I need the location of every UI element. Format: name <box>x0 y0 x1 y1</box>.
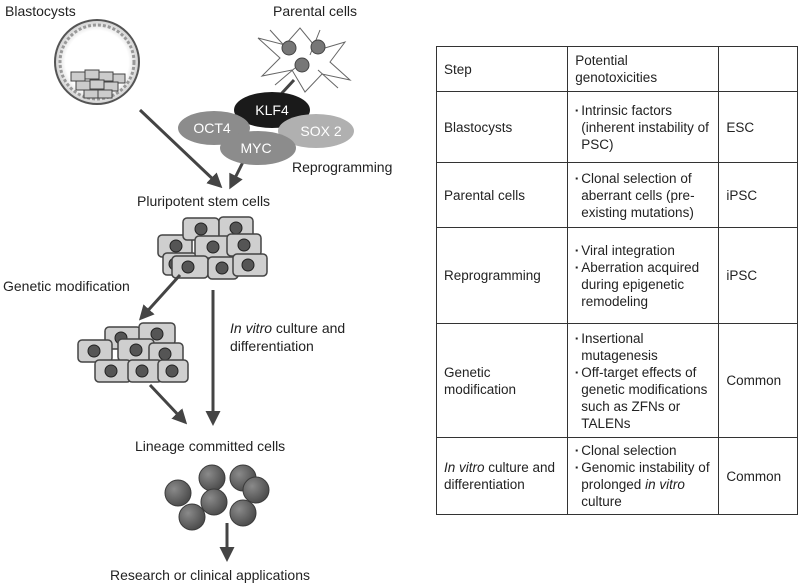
table-header-row: Step Potential genotoxicities <box>435 46 798 92</box>
oct4-label: OCT4 <box>193 120 231 136</box>
pluripotent-cell-cluster <box>157 216 268 280</box>
lineage-cells <box>164 464 270 531</box>
cell-nucleus <box>104 364 118 378</box>
genotoxicity-item: Intrinsic factors (inherent instability … <box>581 102 709 152</box>
step-cell: Genetic modification <box>435 323 569 438</box>
arrow-modified-to-lineage <box>148 383 188 425</box>
lineage-label: Lineage committed cells <box>135 438 285 454</box>
myc-label: MYC <box>240 140 271 156</box>
cell-type-cell: Common <box>718 437 798 515</box>
bullet-icon: ▪ <box>575 463 579 472</box>
table-row: Reprogramming ▪Viral integration ▪Aberra… <box>435 227 798 324</box>
cell-nucleus <box>158 347 172 361</box>
lineage-cell <box>178 503 206 531</box>
table-row: Parental cells ▪Clonal selection of aber… <box>435 162 798 228</box>
parental-cells-label: Parental cells <box>273 3 357 19</box>
differentiation-label: differentiation <box>230 338 314 354</box>
lineage-cell <box>200 488 228 516</box>
reprogramming-label: Reprogramming <box>292 159 392 175</box>
blastocysts-label: Blastocysts <box>5 3 76 19</box>
cell-nucleus <box>129 343 143 357</box>
arrow-psc-to-modified <box>138 273 182 321</box>
bullet-icon: ▪ <box>575 245 579 255</box>
genotoxicity-cell: ▪Insertional mutagenesis ▪Off-target eff… <box>567 323 720 438</box>
genotoxicity-item: Viral integration <box>581 242 675 258</box>
cell-nucleus <box>194 222 208 236</box>
genotoxicity-cell: ▪Viral integration ▪Aberration acquired … <box>567 227 720 324</box>
genotoxicity-table: Step Potential genotoxicities Blastocyst… <box>435 46 798 515</box>
lineage-cell <box>198 464 226 492</box>
header-step: Step <box>435 46 569 92</box>
cell-type-cell: Common <box>718 323 798 438</box>
genetic-modification-label: Genetic modification <box>3 278 130 294</box>
genotoxicity-item: Clonal selection <box>581 443 677 458</box>
genotoxicity-item: Clonal selection of aberrant cells (pre-… <box>581 170 695 220</box>
genotoxicity-cell: ▪Intrinsic factors (inherent instability… <box>567 91 720 163</box>
genotoxicity-cell: ▪Clonal selection ▪Genomic instability o… <box>567 437 720 515</box>
cell-nucleus <box>206 240 220 254</box>
lineage-cell <box>242 476 270 504</box>
lineage-cell <box>164 479 192 507</box>
workflow-diagram: Blastocysts Parental cells KLF4 OCT4 SOX… <box>3 3 392 583</box>
table-row: Genetic modification ▪Insertional mutage… <box>435 323 798 438</box>
bullet-icon: ▪ <box>575 446 579 455</box>
genotoxicity-item: Insertional mutagenesis <box>581 330 658 363</box>
bullet-icon: ▪ <box>575 367 579 377</box>
cell-nucleus <box>215 261 229 275</box>
myc-factor <box>220 131 296 165</box>
applications-label: Research or clinical applications <box>110 567 310 583</box>
cell-nucleus <box>229 221 243 235</box>
cell-nucleus <box>169 239 183 253</box>
step-cell: In vitro culture and differentiation <box>435 437 569 515</box>
pluripotent-label: Pluripotent stem cells <box>137 193 270 209</box>
cell-type-cell: iPSC <box>718 162 798 228</box>
header-type <box>718 46 798 92</box>
step-cell: Reprogramming <box>435 227 569 324</box>
in-vitro-culture-label: In vitro culture and <box>230 320 345 336</box>
step-cell: Blastocysts <box>435 91 569 163</box>
sox2-label: SOX 2 <box>300 123 341 139</box>
modified-cell-cluster <box>77 322 189 383</box>
genotoxicity-item: Aberration acquired during epigenetic re… <box>581 259 700 309</box>
cell-nucleus <box>135 364 149 378</box>
bullet-icon: ▪ <box>575 105 579 115</box>
cell-nucleus <box>237 238 251 252</box>
bullet-icon: ▪ <box>575 333 579 343</box>
cell-nucleus <box>181 260 195 274</box>
sox2-factor <box>278 114 354 148</box>
bullet-icon: ▪ <box>575 262 579 272</box>
arrow-blastocysts-to-psc <box>138 108 223 189</box>
blastocyst-illustration <box>54 19 140 105</box>
table-row: Blastocysts ▪Intrinsic factors (inherent… <box>435 91 798 163</box>
cell-type-cell: iPSC <box>718 227 798 324</box>
genotoxicity-cell: ▪Clonal selection of aberrant cells (pre… <box>567 162 720 228</box>
lineage-cell <box>229 499 257 527</box>
header-genotoxicities: Potential genotoxicities <box>567 46 720 92</box>
bullet-icon: ▪ <box>575 173 579 183</box>
genotoxicity-item: Off-target effects of genetic modificati… <box>581 364 708 431</box>
table-row: In vitro culture and differentiation ▪Cl… <box>435 437 798 515</box>
parental-cells-illustration <box>257 27 352 93</box>
genotoxicity-item: Genomic instability of prolonged in vitr… <box>581 460 710 509</box>
cell-nucleus <box>150 327 164 341</box>
reprogramming-factors: KLF4 OCT4 SOX 2 MYC <box>178 92 354 165</box>
cell-nucleus <box>241 258 255 272</box>
step-cell: Parental cells <box>435 162 569 228</box>
cell-nucleus <box>87 344 101 358</box>
cell-type-cell: ESC <box>718 91 798 163</box>
klf4-label: KLF4 <box>255 102 289 118</box>
cell-nucleus <box>165 364 179 378</box>
